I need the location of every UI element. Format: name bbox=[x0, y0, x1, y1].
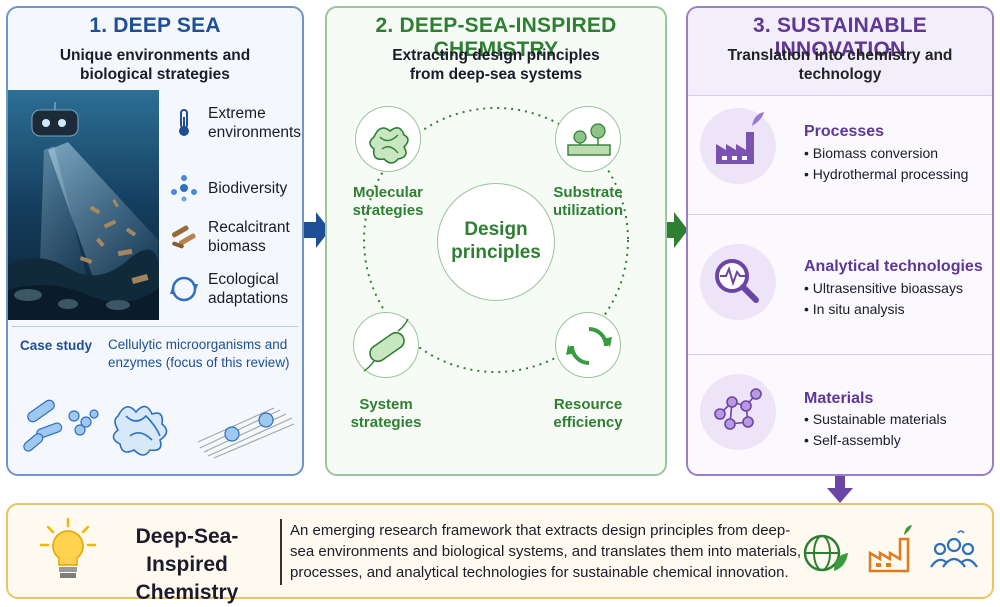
arrow-right-icon bbox=[660, 212, 688, 248]
molecular-strategies-label: Molecular strategies bbox=[352, 184, 424, 219]
system-strategies-node bbox=[353, 312, 419, 378]
analytical-icon-circle bbox=[700, 244, 776, 320]
processes-item: • Hydrothermal processing bbox=[804, 166, 969, 182]
cellulose-fibers-icon bbox=[197, 407, 295, 459]
molecule-network-icon bbox=[714, 388, 762, 430]
substrate-surface-icon bbox=[567, 123, 611, 156]
case-study-text: Cellulytic microorganisms and enzymes (f… bbox=[108, 337, 290, 370]
deep-sea-scene-image bbox=[8, 90, 159, 320]
design-principles-label: Design principles bbox=[451, 219, 541, 263]
analytical-item: • Ultrasensitive bioassays bbox=[804, 280, 963, 296]
substrate-utilization-label: Substrate utilization bbox=[553, 184, 623, 219]
feature-ecological-adaptations: Ecological adaptations bbox=[168, 270, 302, 308]
enzyme-structure-icon bbox=[112, 405, 168, 456]
panel-title: 3. SUSTAINABLE INNOVATION bbox=[753, 14, 927, 61]
processes-item: • Biomass conversion bbox=[804, 145, 939, 161]
thermometer-icon bbox=[179, 109, 189, 136]
panel-subtitle: Unique environments and biological strat… bbox=[59, 47, 251, 83]
design-principles-circle bbox=[437, 183, 555, 301]
arrow-down-icon bbox=[827, 476, 853, 503]
recycle-arrows-icon bbox=[566, 327, 612, 365]
panel-header-band bbox=[688, 8, 992, 96]
analytical-item: • In situ analysis bbox=[804, 301, 905, 317]
materials-title: Materials bbox=[804, 390, 874, 407]
case-study-divider bbox=[12, 326, 298, 327]
materials-item: • Self-assembly bbox=[804, 432, 901, 448]
design-cycle-dotted-ring bbox=[363, 107, 629, 373]
deep-sea-inspired-chemistry-banner: Deep-Sea-Inspired Chemistry An emerging … bbox=[6, 503, 994, 604]
panel-title: 1. DEEP SEA bbox=[89, 14, 221, 37]
processes-icon-circle bbox=[700, 108, 776, 184]
people-icon bbox=[930, 530, 978, 568]
banner-title: Deep-Sea-Inspired Chemistry bbox=[135, 525, 239, 604]
resource-efficiency-label: Resource efficiency bbox=[553, 396, 623, 431]
panel-subtitle: Translation into chemistry and technolog… bbox=[727, 47, 953, 83]
deep-sea-inspired-chemistry-panel: 2. DEEP-SEA-INSPIRED CHEMISTRY Extractin… bbox=[325, 6, 667, 476]
deep-sea-panel: 1. DEEP SEA Unique environments and biol… bbox=[6, 6, 304, 476]
arrow-right-icon bbox=[304, 212, 330, 248]
resource-efficiency-node bbox=[555, 312, 621, 378]
molecular-strategies-node bbox=[355, 106, 421, 172]
globe-leaf-icon bbox=[803, 534, 848, 572]
wood-logs-icon bbox=[171, 225, 196, 249]
microorganisms-enzymes-illustration bbox=[23, 399, 295, 459]
panel-title: 2. DEEP-SEA-INSPIRED CHEMISTRY bbox=[375, 14, 617, 61]
row-divider bbox=[688, 354, 992, 355]
sustainable-innovation-panel: 3. SUSTAINABLE INNOVATION Translation in… bbox=[686, 6, 994, 476]
bacteria-cells-icon bbox=[23, 399, 99, 452]
factory-leaf-icon bbox=[716, 112, 764, 164]
case-study-label: Case study bbox=[20, 338, 93, 353]
factory-icon bbox=[868, 525, 912, 573]
panel-subtitle: Extracting design principles from deep-s… bbox=[392, 47, 600, 83]
feature-extreme-environments: Extreme environments bbox=[168, 104, 302, 142]
substrate-utilization-node bbox=[555, 106, 621, 172]
bacterium-icon bbox=[363, 318, 409, 372]
row-divider bbox=[688, 214, 992, 215]
biodiversity-dots-icon bbox=[171, 175, 197, 202]
feature-recalcitrant-biomass: Recalcitrant biomass bbox=[168, 218, 302, 256]
materials-item: • Sustainable materials bbox=[804, 411, 947, 427]
protein-structure-icon bbox=[369, 127, 409, 164]
banner-description: An emerging research framework that extr… bbox=[290, 522, 802, 581]
system-strategies-label: System strategies bbox=[350, 396, 422, 431]
materials-icon-circle bbox=[700, 374, 776, 450]
feature-biodiversity: Biodiversity bbox=[168, 172, 302, 204]
submersible-icon bbox=[31, 102, 79, 137]
analytical-technologies-title: Analytical technologies bbox=[804, 258, 983, 275]
banner-divider bbox=[280, 519, 282, 585]
magnifier-signal-icon bbox=[715, 259, 759, 303]
lightbulb-icon bbox=[39, 517, 97, 578]
processes-title: Processes bbox=[804, 123, 885, 140]
cycle-arrows-icon bbox=[170, 276, 198, 302]
